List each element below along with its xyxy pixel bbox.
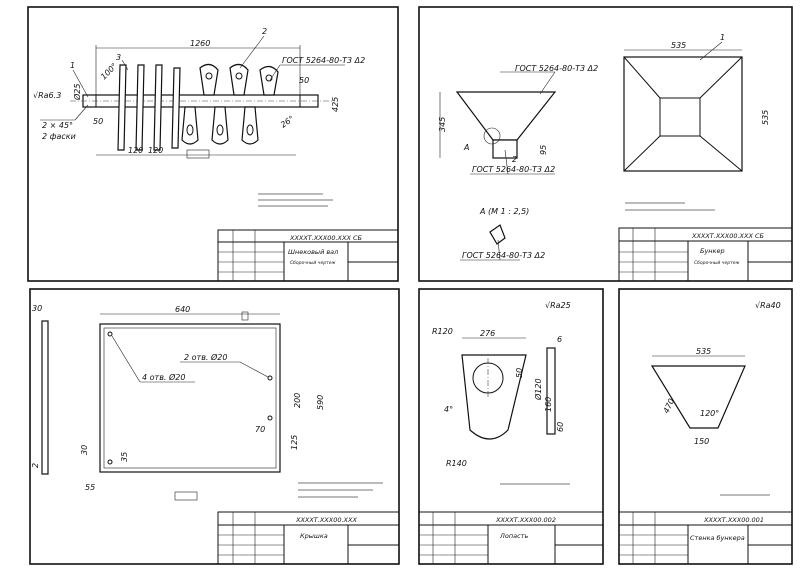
hopper-dim-height: 345	[438, 117, 447, 132]
hopper-dim-width: 535	[671, 41, 686, 50]
shaft-dim-angle2: 26°	[279, 114, 296, 130]
hopper-detail-label: А (М 1 : 2,5)	[479, 207, 529, 216]
frame-title-code: ХХХХТ.ХХХ00.ХХХ	[295, 516, 357, 524]
frame-dim-125: 125	[290, 435, 299, 450]
hopper-weld-detail: ГОСТ 5264-80-Т3 Δ2	[462, 251, 545, 260]
hopper-drawing: 345 95 А ГОСТ 5264-80-Т3 Δ2 ГОСТ 5264-80…	[438, 33, 793, 282]
shaft-callout-1: 1	[70, 61, 75, 70]
frame-drawing: 640 30 590 200 70 125 35 30 55 2 2 отв. …	[31, 304, 400, 565]
hopper-callout-2: 2	[512, 155, 517, 164]
blade-dim-276: 276	[480, 329, 495, 338]
shaft-roughness: √Ra6.3	[33, 91, 61, 100]
frame-dim-thick: 30	[32, 304, 42, 313]
hopper-dim-small: 95	[539, 145, 548, 155]
shaft-dim-left: 50	[93, 117, 103, 126]
blade-dim-6: 6	[557, 335, 562, 344]
shaft-notes	[258, 193, 333, 207]
shaft-dim-dia-left: Ø25	[72, 84, 82, 101]
hopper-title-code: ХХХХТ.ХХХ00.ХХХ СБ	[691, 232, 765, 240]
shaft-drawing: 1260 120 120 50 50 Ø25 425 100° 26° ГОСТ…	[33, 27, 399, 282]
hopper-front-view	[455, 91, 557, 141]
wall-title-block: ХХХХТ.ХХХ00.001 Стенка бункера	[618, 511, 793, 565]
shaft-dim-height: 425	[331, 97, 340, 112]
shaft-paddles	[181, 63, 279, 145]
frame-dim-200: 200	[293, 393, 302, 408]
hopper-callout-1: 1	[720, 33, 725, 42]
shaft-chamfer1: 2 × 45°	[42, 121, 73, 130]
shaft-callout-3: 3	[116, 53, 121, 62]
wall-title-code: ХХХХТ.ХХХ00.001	[703, 516, 764, 524]
hopper-title-name: Бункер	[700, 247, 725, 255]
shaft-dim-angle: 100°	[99, 61, 119, 81]
shaft-callout-2: 2	[262, 27, 267, 36]
shaft-title-sub: Сборочный чертеж	[290, 260, 336, 266]
blade-roughness: √Ra25	[545, 301, 571, 310]
blade-dim-r140: R140	[446, 459, 467, 468]
frame-dim-width: 640	[175, 305, 190, 314]
blade-dim-dia: Ø120	[533, 378, 543, 401]
hopper-notes	[625, 202, 715, 211]
wall-title-name: Стенка бункера	[690, 534, 745, 542]
blade-dim-r120: R120	[432, 327, 453, 336]
blade-side-view	[546, 347, 556, 435]
wall-drawing: √Ra40 535 470 150 120° ХХХХТ.ХХХ00.001 С…	[618, 301, 793, 565]
hopper-title-block: ХХХХТ.ХХХ00.ХХХ СБ Бункер Сборочный черт…	[618, 227, 793, 282]
frame-front-view	[99, 323, 281, 473]
shaft-chamfer2: 2 фаски	[42, 132, 76, 141]
frame-holes-1: 2 отв. Ø20	[184, 352, 227, 362]
wall-dim-top: 535	[696, 347, 711, 356]
shaft-title-code: ХХХХТ.ХХХ00.ХХХ СБ	[289, 234, 363, 242]
shaft-dim-pitch2: 120	[148, 146, 163, 155]
frame-side-view	[41, 320, 49, 475]
blade-title-block: ХХХХТ.ХХХ00.002 Лопасть	[418, 511, 604, 565]
blade-dim-angle: 4°	[444, 405, 453, 414]
frame-dim-2: 2	[31, 463, 40, 468]
shaft-title-name: Шнековый вал	[288, 248, 338, 256]
frame-notes	[298, 482, 383, 498]
frame-dim-70: 70	[255, 425, 265, 434]
frame-dim-30: 30	[80, 445, 89, 455]
shaft-weld-top: ГОСТ 5264-80-Т3 Δ2	[282, 56, 365, 65]
hopper-dim-side: 535	[761, 110, 770, 125]
blade-dim-160: 160	[544, 397, 553, 412]
screw-flights	[117, 64, 181, 151]
wall-dim-angle: 120°	[700, 409, 719, 418]
shaft-dim-right: 50	[299, 76, 309, 85]
wall-dim-bottom: 150	[694, 437, 709, 446]
frame-title-block: ХХХХТ.ХХХ00.ХХХ Крышка	[217, 511, 400, 565]
blade-front-view	[461, 354, 527, 440]
hopper-weld-top: ГОСТ 5264-80-Т3 Δ2	[515, 64, 598, 73]
blade-dim-60: 60	[556, 422, 565, 432]
shaft-dim-length: 1260	[190, 39, 210, 48]
wall-flat-pattern	[650, 365, 746, 429]
shaft-dim-pitch1: 120	[128, 146, 143, 155]
blade-drawing: √Ra25 276 R120 50 Ø120 160 R140 6 60 4° …	[418, 301, 604, 565]
blade-title-code: ХХХХТ.ХХХ00.002	[495, 516, 556, 524]
blade-dim-50: 50	[515, 368, 524, 378]
frame-dim-55: 55	[85, 483, 95, 492]
wall-roughness: √Ra40	[755, 301, 781, 310]
frame-title-name: Крышка	[300, 532, 328, 540]
shaft-title-block: ХХХХТ.ХХХ00.ХХХ СБ Шнековый вал Сборочны…	[217, 229, 399, 282]
hopper-weld-bottom: ГОСТ 5264-80-Т3 Δ2	[472, 165, 555, 174]
hopper-title-sub: Сборочный чертеж	[694, 260, 740, 266]
frame-holes-2: 4 отв. Ø20	[142, 372, 185, 382]
frame-dim-height: 590	[316, 395, 325, 410]
frame-dim-35: 35	[120, 452, 129, 462]
blade-title-name: Лопасть	[499, 532, 528, 540]
hopper-detail-ref: А	[463, 143, 469, 152]
